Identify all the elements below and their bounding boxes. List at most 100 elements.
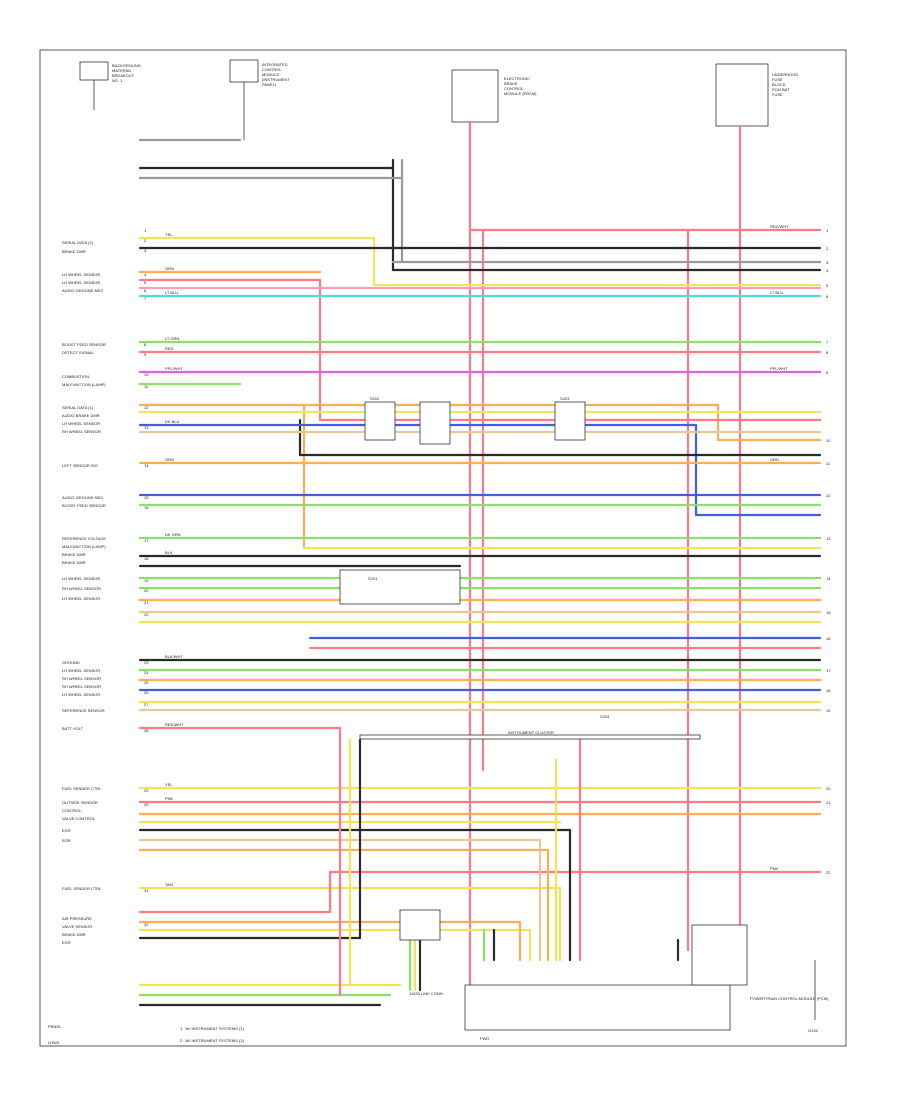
connector-c4: UNDERHOOD FUSE BLOCK PCM BAT FUSE xyxy=(715,63,798,127)
svg-text:RED: RED xyxy=(165,346,174,351)
svg-text:SERIAL DATA (2): SERIAL DATA (2) xyxy=(62,240,94,245)
svg-text:SERIAL DATA (1): SERIAL DATA (1) xyxy=(62,405,94,410)
left-labels: SERIAL DATA (2) BRAKE DMR LH WHEEL SENSO… xyxy=(62,240,106,945)
svg-text:21: 21 xyxy=(144,600,149,605)
svg-text:3: 3 xyxy=(826,260,829,265)
svg-text:6: 6 xyxy=(144,288,147,293)
svg-text:LT GRN: LT GRN xyxy=(165,336,179,341)
svg-text:9: 9 xyxy=(144,352,147,357)
svg-text:LH WHEEL SENSOR: LH WHEEL SENSOR xyxy=(62,692,100,697)
svg-text:3: 3 xyxy=(144,248,147,253)
svg-text:10: 10 xyxy=(826,438,831,443)
bottom-notes: 1 : W/ INSTRUMENT SYSTEMS (1) 2 : W/ INS… xyxy=(180,1026,245,1043)
svg-text:2: 2 xyxy=(826,246,829,251)
svg-text:9: 9 xyxy=(826,370,829,375)
svg-text:11: 11 xyxy=(826,461,831,466)
svg-text:18: 18 xyxy=(826,688,831,693)
svg-text:BRAKE DMR: BRAKE DMR xyxy=(62,932,86,937)
svg-text:G104: G104 xyxy=(808,1028,819,1033)
svg-text:ORN: ORN xyxy=(165,266,174,271)
svg-text:17: 17 xyxy=(826,668,831,673)
svg-text:15: 15 xyxy=(144,495,149,500)
svg-text:LH WHEEL SENSOR: LH WHEEL SENSOR xyxy=(62,421,100,426)
svg-text:EGR: EGR xyxy=(62,838,71,843)
svg-text:RH WHEEL SENSOR: RH WHEEL SENSOR xyxy=(62,676,101,681)
connector-c3: ELECTRONIC BRAKE CONTROL MODULE (EBCM) xyxy=(451,69,537,123)
svg-text:AUDIO GROUND NEG: AUDIO GROUND NEG xyxy=(62,288,103,293)
svg-text:DATA LINK CONN: DATA LINK CONN xyxy=(410,991,443,996)
svg-text:7: 7 xyxy=(144,296,147,301)
splice-boxes: S201 S202 S203 S204 xyxy=(339,396,610,719)
svg-text:REFERENCE SENSOR: REFERENCE SENSOR xyxy=(62,708,105,713)
svg-text:AUDIO GROUND NEG: AUDIO GROUND NEG xyxy=(62,495,103,500)
svg-text:BRAKE DMR: BRAKE DMR xyxy=(62,249,86,254)
svg-text:RED/WHT: RED/WHT xyxy=(770,224,789,229)
svg-text:VALVE SENSOR: VALVE SENSOR xyxy=(62,924,92,929)
svg-text:LEFT SENSOR SIG: LEFT SENSOR SIG xyxy=(62,463,98,468)
svg-text:UNDERHOOD: UNDERHOOD xyxy=(772,72,798,77)
svg-text:32: 32 xyxy=(144,922,149,927)
svg-text:EGR: EGR xyxy=(62,940,71,945)
svg-text:DETECT SIGNAL: DETECT SIGNAL xyxy=(62,350,94,355)
svg-text:12: 12 xyxy=(144,405,149,410)
svg-text:CONTROL: CONTROL xyxy=(62,808,82,813)
svg-text:BLK/WHT: BLK/WHT xyxy=(165,654,183,659)
svg-text:RH WHEEL SENSOR: RH WHEEL SENSOR xyxy=(62,586,101,591)
svg-text:8: 8 xyxy=(144,342,147,347)
svg-text:13: 13 xyxy=(826,536,831,541)
svg-text:YEL: YEL xyxy=(165,232,173,237)
svg-text:BRAKE DMR: BRAKE DMR xyxy=(62,560,86,565)
svg-text:2 : W/ INSTRUMENT SYSTEMS (2): 2 : W/ INSTRUMENT SYSTEMS (2) xyxy=(180,1038,245,1043)
svg-text:1: 1 xyxy=(826,228,829,233)
svg-text:ORN: ORN xyxy=(165,457,174,462)
svg-text:5: 5 xyxy=(826,283,829,288)
svg-text:DK GRN: DK GRN xyxy=(165,532,181,537)
svg-text:22: 22 xyxy=(826,870,831,875)
svg-text:LT BLU: LT BLU xyxy=(770,290,783,295)
svg-text:PCM BAT: PCM BAT xyxy=(772,87,790,92)
svg-text:FWD: FWD xyxy=(480,1036,489,1041)
diagram-frame xyxy=(39,49,847,1047)
svg-text:INSTRUMENT CLUSTER: INSTRUMENT CLUSTER xyxy=(508,730,554,735)
connector-c2: INTEGRATED CONTROL MODULE (INSTRUMENT PA… xyxy=(229,59,290,140)
svg-text:11: 11 xyxy=(144,384,149,389)
svg-text:1: 1 xyxy=(144,228,147,233)
svg-text:19: 19 xyxy=(826,708,831,713)
svg-text:27: 27 xyxy=(144,702,149,707)
svg-text:14: 14 xyxy=(144,463,149,468)
svg-text:PPL/WHT: PPL/WHT xyxy=(165,366,183,371)
svg-text:16: 16 xyxy=(826,636,831,641)
svg-text:ORN: ORN xyxy=(770,457,779,462)
svg-text:17: 17 xyxy=(144,538,149,543)
svg-text:MODULE: MODULE xyxy=(262,72,279,77)
svg-text:AIR PRESSURE: AIR PRESSURE xyxy=(62,916,92,921)
svg-text:20: 20 xyxy=(144,588,149,593)
svg-text:LH WHEEL SENSOR: LH WHEEL SENSOR xyxy=(62,576,100,581)
svg-text:6: 6 xyxy=(826,294,829,299)
svg-text:BLOCK: BLOCK xyxy=(772,82,786,87)
svg-text:24: 24 xyxy=(144,670,149,675)
svg-text:LH WHEEL SENSOR: LH WHEEL SENSOR xyxy=(62,280,100,285)
svg-text:28: 28 xyxy=(144,728,149,733)
svg-text:14: 14 xyxy=(826,576,831,581)
svg-text:FUSE: FUSE xyxy=(772,77,783,82)
pcm-module: POWERTRAIN CONTROL MODULE (PCM) FWD xyxy=(464,924,829,1041)
connector-c1: BACKGROUND MATERIAL BREAKOUT NO. 1 xyxy=(79,61,141,110)
svg-text:LH WHEEL SENSOR: LH WHEEL SENSOR xyxy=(62,272,100,277)
svg-text:23: 23 xyxy=(144,660,149,665)
svg-text:22: 22 xyxy=(144,612,149,617)
corner-label: PRNDL xyxy=(48,1024,62,1029)
svg-text:18: 18 xyxy=(144,556,149,561)
svg-text:PPL/WHT: PPL/WHT xyxy=(770,366,788,371)
svg-text:MODULE (EBCM): MODULE (EBCM) xyxy=(504,91,537,96)
svg-text:4: 4 xyxy=(826,268,829,273)
svg-text:LH WHEEL SENSOR: LH WHEEL SENSOR xyxy=(62,596,100,601)
svg-text:ELECTRONIC: ELECTRONIC xyxy=(504,76,530,81)
svg-text:NO. 1: NO. 1 xyxy=(112,78,123,83)
svg-text:16: 16 xyxy=(144,505,149,510)
svg-text:INTEGRATED: INTEGRATED xyxy=(262,62,288,67)
svg-text:BOOST FEED SENSOR: BOOST FEED SENSOR xyxy=(62,342,106,347)
svg-text:MALFUNCTION (LAMP): MALFUNCTION (LAMP) xyxy=(62,544,106,549)
svg-text:S204: S204 xyxy=(600,714,610,719)
